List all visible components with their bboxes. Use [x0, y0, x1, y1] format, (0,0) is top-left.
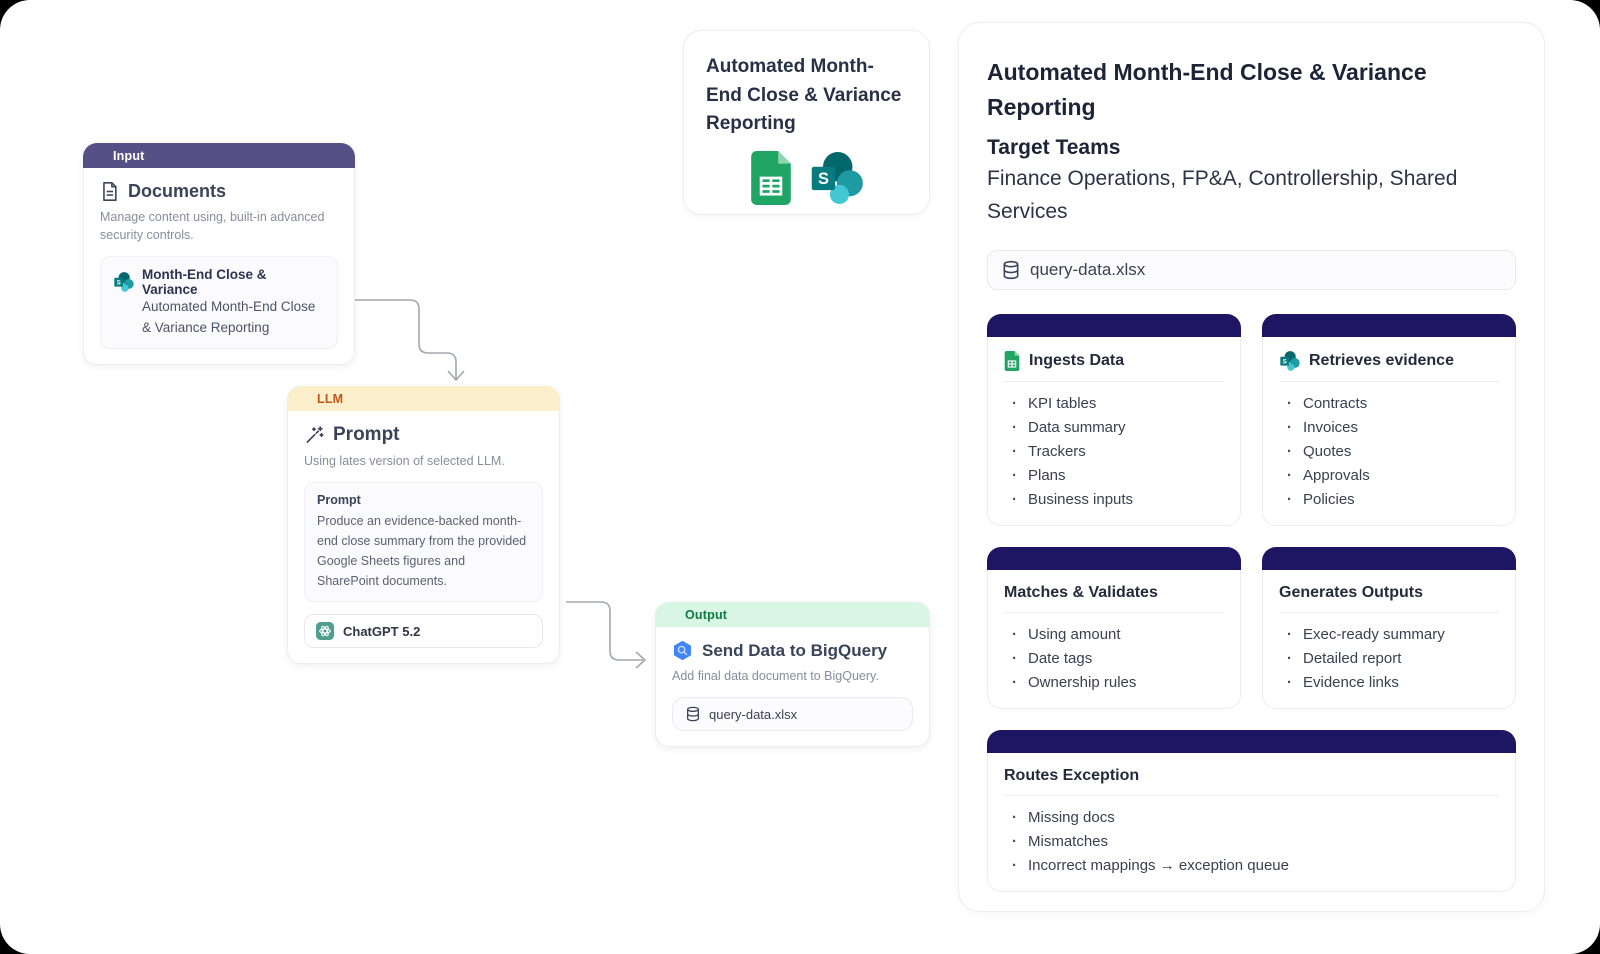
list-item: Quotes — [1287, 439, 1499, 463]
list-item: Evidence links — [1287, 670, 1499, 694]
list-item: Business inputs — [1012, 487, 1224, 511]
llm-node[interactable]: LLM Prompt Using lates version of select… — [287, 386, 560, 665]
connector-arrowhead-right — [635, 651, 647, 669]
workflow-summary-card[interactable]: Automated Month-End Close & Variance Rep… — [683, 30, 930, 215]
openai-icon — [316, 622, 334, 641]
panel-file-field[interactable]: query-data.xlsx — [987, 250, 1516, 291]
document-icon — [100, 181, 119, 202]
database-icon — [1001, 260, 1021, 280]
target-teams-value: Finance Operations, FP&A, Controllership… — [987, 167, 1458, 223]
input-node-description: Manage content using, built-in advanced … — [100, 210, 325, 243]
bigquery-icon — [672, 640, 693, 661]
input-node[interactable]: Input Documents Manage content using, bu… — [83, 143, 355, 365]
database-icon — [685, 706, 701, 722]
google-sheets-icon — [750, 150, 792, 205]
capability-card-list: Exec-ready summary Detailed report Evide… — [1279, 622, 1499, 694]
prompt-box-label: Prompt — [317, 493, 361, 508]
svg-text:S: S — [117, 280, 121, 287]
capability-card-header — [1262, 547, 1516, 571]
capability-card-generates-outputs[interactable]: Generates Outputs Exec-ready summary Det… — [1262, 547, 1516, 710]
capability-card-ingests-data[interactable]: Ingests Data KPI tables Data summary Tra… — [987, 314, 1241, 527]
capability-card-title: Matches & Validates — [1004, 584, 1158, 602]
capability-card-header — [987, 547, 1241, 571]
input-node-header: Input — [83, 143, 355, 168]
capability-card-list: Missing docs Mismatches Incorrect mappin… — [1004, 805, 1499, 877]
list-item: Exec-ready summary — [1287, 622, 1499, 646]
list-item: Ownership rules — [1012, 670, 1224, 694]
capability-card-retrieves-evidence[interactable]: S Retrieves evidence Contracts Invoices … — [1262, 314, 1516, 527]
sharepoint-icon: S — [1279, 351, 1300, 371]
output-node-header: Output — [655, 602, 930, 627]
output-node-title: Send Data to BigQuery — [702, 640, 888, 660]
output-file-name: query-data.xlsx — [709, 706, 798, 722]
workflow-summary-title: Automated Month-End Close & Variance Rep… — [706, 56, 902, 134]
input-attachment-subtitle: Automated Month-End Close & Variance Rep… — [142, 299, 316, 335]
google-sheets-icon — [1004, 351, 1020, 372]
llm-node-title: Prompt — [333, 424, 400, 445]
list-item: Policies — [1287, 487, 1499, 511]
output-node[interactable]: Output Send Data to BigQuery Add final d… — [655, 602, 930, 748]
list-item: Contracts — [1287, 391, 1499, 415]
panel-file-name: query-data.xlsx — [1030, 260, 1146, 280]
list-item: KPI tables — [1012, 391, 1224, 415]
list-item: Mismatches — [1012, 829, 1499, 853]
input-attachment[interactable]: S Month-End Close & Variance Automated M… — [100, 256, 338, 349]
detail-panel: Automated Month-End Close & Variance Rep… — [958, 22, 1545, 912]
sharepoint-icon: S — [808, 151, 864, 204]
output-node-description: Add final data document to BigQuery. — [672, 669, 879, 683]
svg-text:S: S — [817, 170, 828, 188]
capability-card-header — [987, 730, 1516, 754]
capability-card-list: Using amount Date tags Ownership rules — [1004, 622, 1224, 694]
capability-card-routes-exception[interactable]: Routes Exception Missing docs Mismatches… — [987, 730, 1516, 893]
prompt-box[interactable]: Prompt Produce an evidence-backed month-… — [304, 482, 543, 603]
sharepoint-icon: S — [113, 272, 134, 293]
list-item: Invoices — [1287, 415, 1499, 439]
connector-input-to-llm — [355, 299, 457, 379]
capability-card-header — [987, 314, 1241, 338]
model-selector[interactable]: ChatGPT 5.2 — [304, 614, 543, 649]
list-item: Detailed report — [1287, 646, 1499, 670]
connector-arrowhead-down — [447, 370, 465, 382]
list-item: Date tags — [1012, 646, 1224, 670]
capability-card-title: Generates Outputs — [1279, 584, 1424, 602]
panel-title: Automated Month-End Close & Variance Rep… — [987, 59, 1427, 120]
capability-card-title: Ingests Data — [1029, 352, 1125, 370]
model-name: ChatGPT 5.2 — [343, 623, 421, 639]
capability-card-list: Contracts Invoices Quotes Approvals Poli… — [1279, 391, 1499, 511]
prompt-box-text: Produce an evidence-backed month-end clo… — [317, 514, 527, 589]
list-item: Using amount — [1012, 622, 1224, 646]
input-node-title: Documents — [128, 181, 227, 201]
list-item: Approvals — [1287, 463, 1499, 487]
connector-llm-to-output — [566, 601, 643, 661]
capability-card-header — [1262, 314, 1516, 338]
capability-card-list: KPI tables Data summary Trackers Plans B… — [1004, 391, 1224, 511]
list-item: Plans — [1012, 463, 1224, 487]
input-attachment-title: Month-End Close & Variance — [142, 267, 267, 298]
magic-wand-icon — [304, 425, 324, 445]
capability-card-title: Retrieves evidence — [1309, 352, 1454, 370]
list-item: Trackers — [1012, 439, 1224, 463]
llm-node-description: Using lates version of selected LLM. — [304, 454, 505, 468]
output-file-chip[interactable]: query-data.xlsx — [672, 697, 913, 732]
target-teams-label: Target Teams — [987, 136, 1121, 159]
capability-card-title: Routes Exception — [1004, 767, 1140, 785]
list-item: Missing docs — [1012, 805, 1499, 829]
list-item: Data summary — [1012, 415, 1224, 439]
llm-node-header: LLM — [287, 386, 560, 411]
list-item: Incorrect mappings → exception queue — [1012, 853, 1499, 877]
svg-text:S: S — [1283, 358, 1287, 365]
capability-card-matches-validates[interactable]: Matches & Validates Using amount Date ta… — [987, 547, 1241, 710]
